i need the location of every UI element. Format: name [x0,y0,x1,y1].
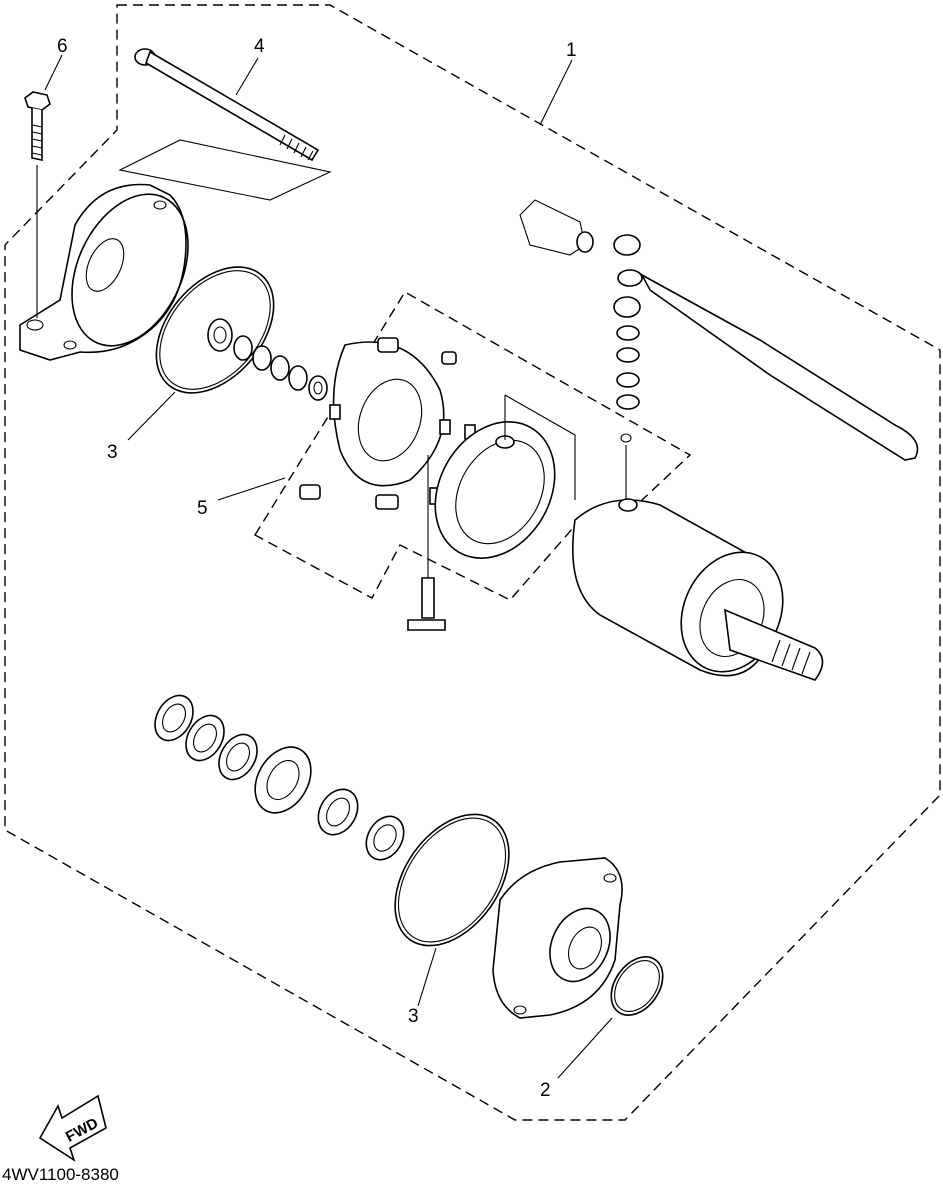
assembly-boundary [4,4,941,1121]
callout-6: 6 [57,36,68,57]
through-bolt-4 [118,48,332,201]
leader-5 [217,477,286,501]
lower-washers-and-bearings [154,694,405,861]
leader-6 [44,54,63,91]
leader-2 [557,1017,613,1079]
callout-1: 1 [566,40,577,61]
leader-3b [417,947,437,1007]
leader-3a [127,391,176,441]
front-cover [19,183,189,361]
callout-3-upper: 3 [107,442,118,463]
callout-4: 4 [254,36,265,57]
callout-2: 2 [540,1080,551,1101]
leader-1 [539,59,573,126]
o-ring-2 [610,956,664,1016]
terminal-screw [407,455,446,631]
fwd-arrow-icon: FWD [38,1094,107,1162]
callout-5: 5 [197,498,208,519]
callout-3-lower: 3 [408,1006,419,1027]
o-ring-lower [394,813,510,947]
armature-motor-body [572,498,824,681]
terminal-hardware-stack [519,199,919,500]
bolt-6 [24,91,51,318]
rear-cover [492,857,623,1019]
o-ring-upper [155,266,275,394]
yoke-ring [434,394,576,559]
bushing-and-washers-upper [207,318,328,401]
drawing-code: 4WV1100-8380 [2,1165,119,1184]
leader-4 [235,57,259,96]
